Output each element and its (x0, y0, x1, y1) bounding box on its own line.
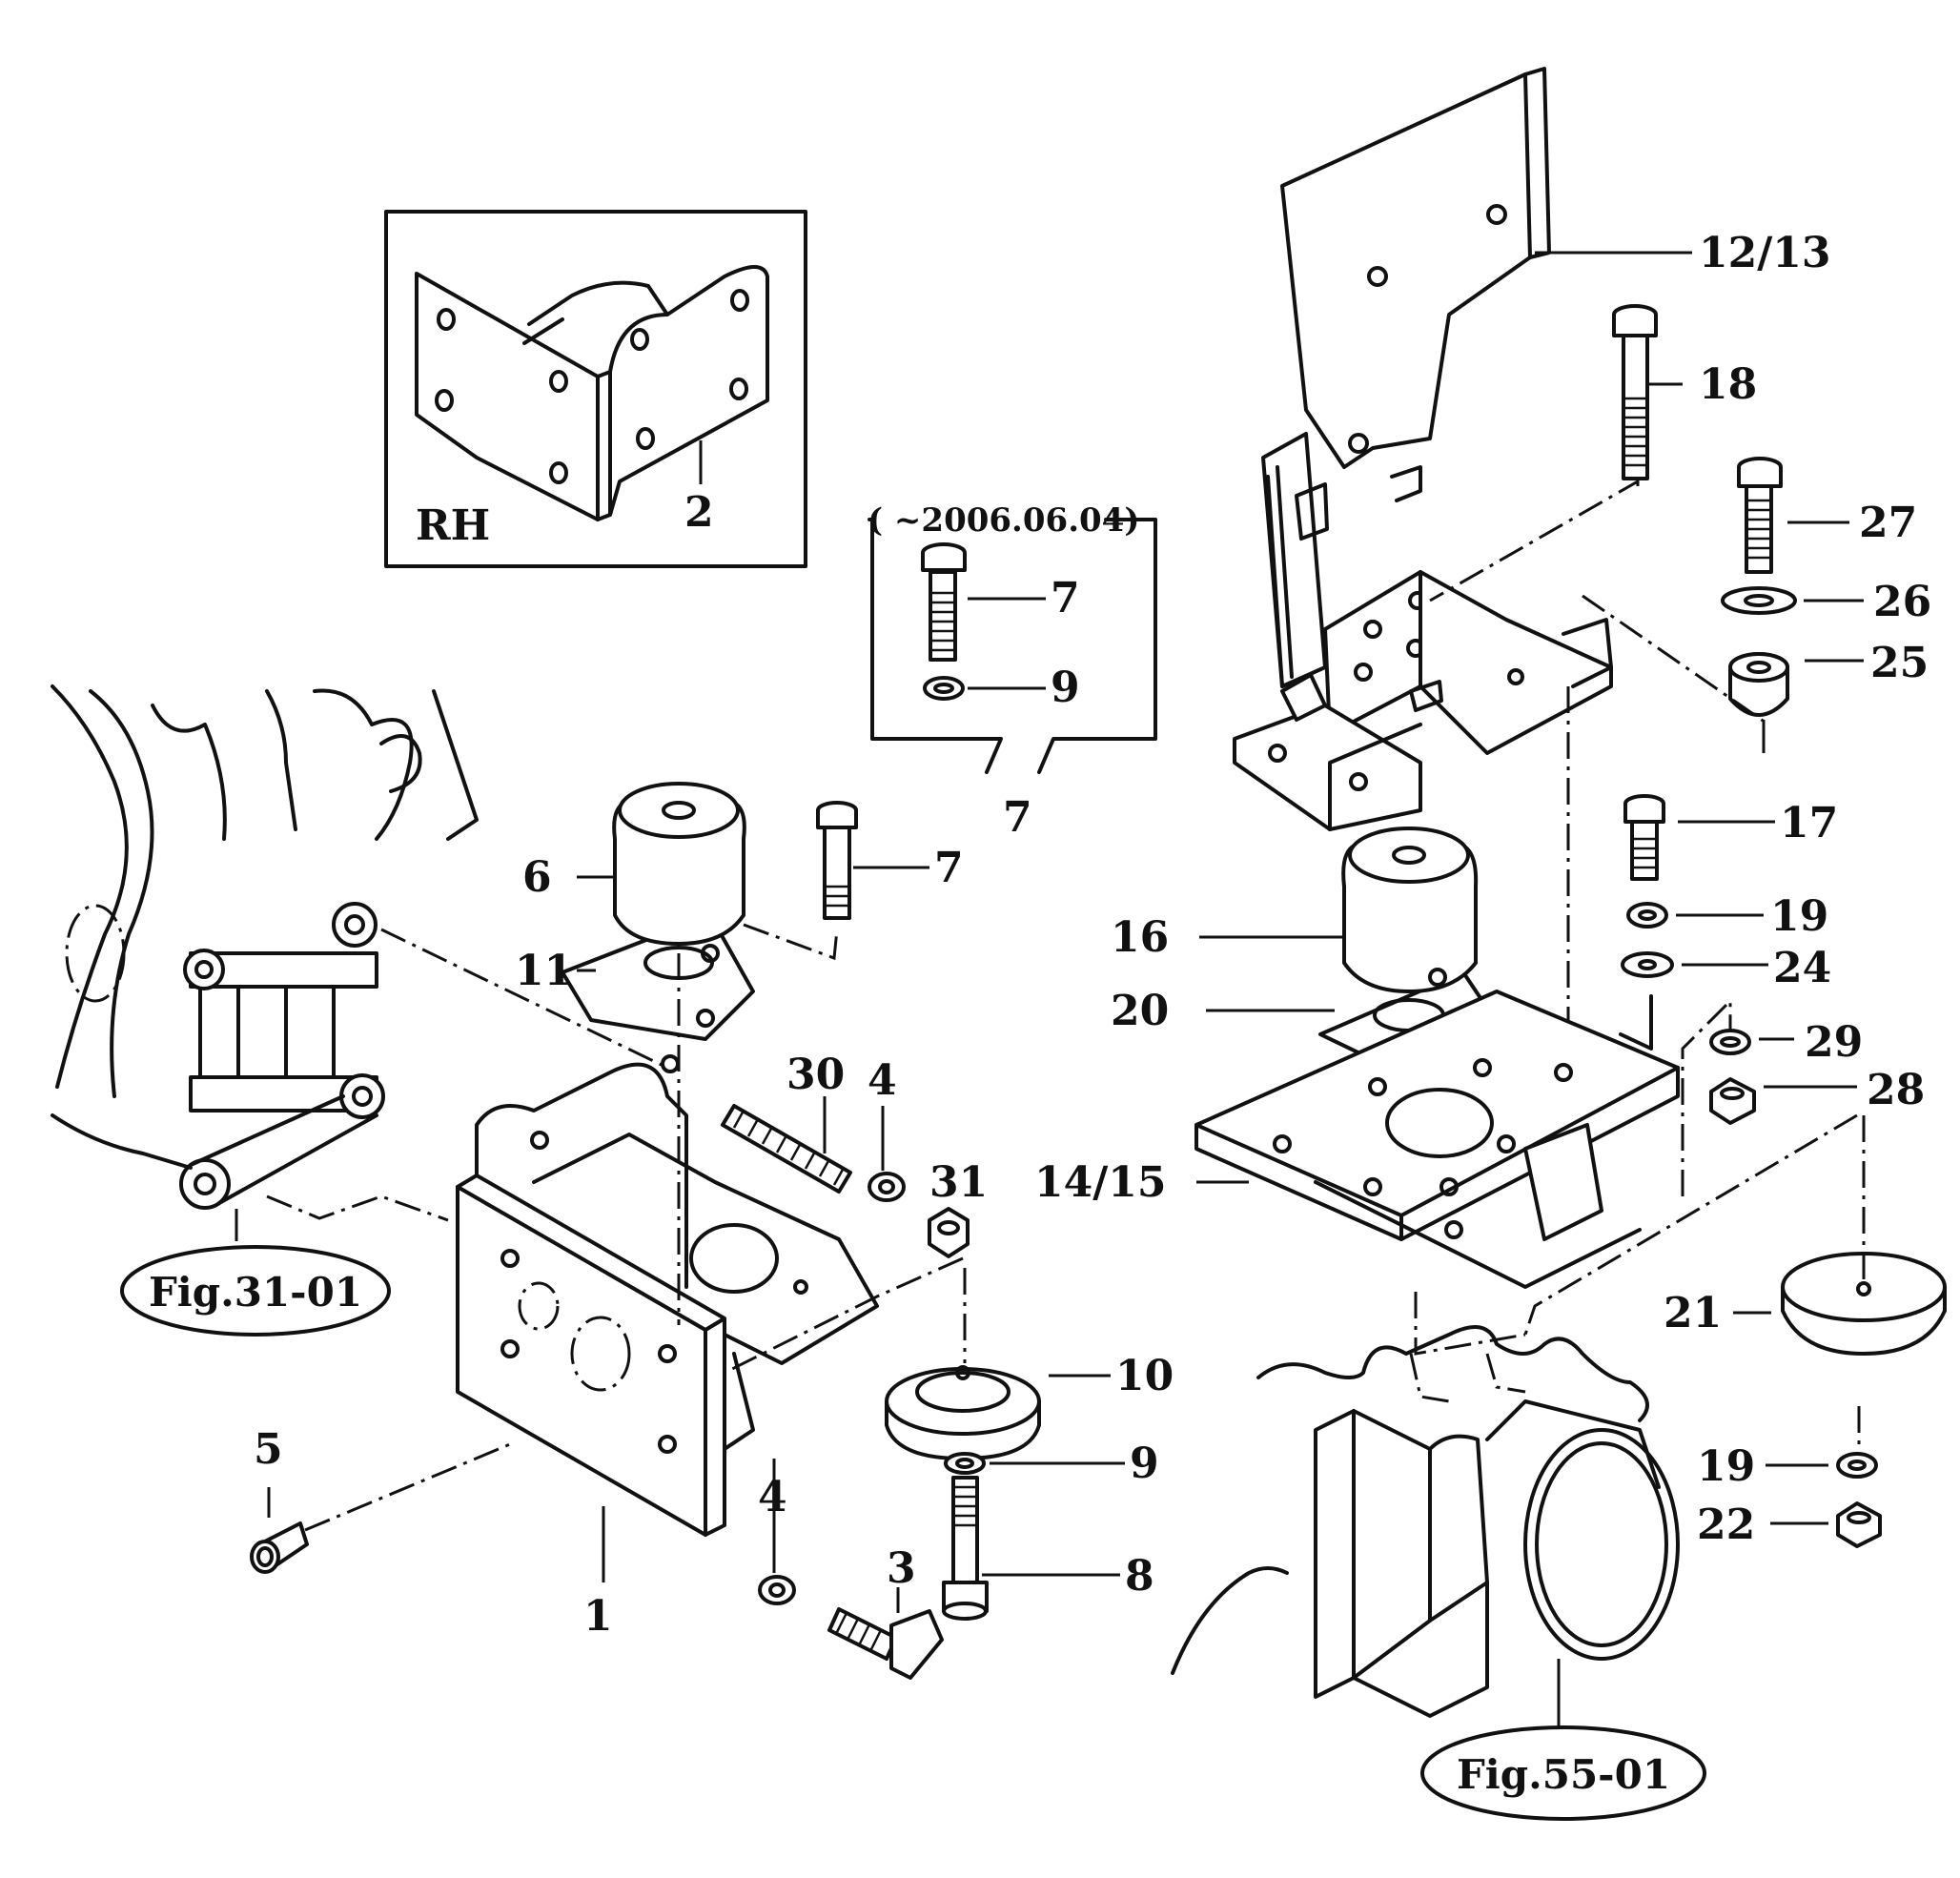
bracket-rh-drawing (415, 265, 769, 521)
plate-14-15-drawing (1194, 990, 1680, 1289)
bolt-18-drawing (1612, 304, 1658, 480)
part-label-7-inset: 7 (1051, 574, 1080, 623)
part-label-28: 28 (1867, 1066, 1925, 1114)
bracket-1-drawing (456, 1054, 879, 1537)
part-label-4-upper: 4 (868, 1056, 897, 1105)
part-label-30: 30 (786, 1051, 845, 1099)
part-label-9-inset: 9 (1051, 663, 1080, 712)
part-label-8: 8 (1125, 1552, 1154, 1601)
bracket-12-13-drawing (1233, 67, 1613, 831)
washer-9-drawing (944, 1452, 986, 1475)
bolt-7-drawing (816, 801, 858, 920)
part-label-19-upper: 19 (1770, 892, 1828, 941)
part-label-7: 7 (934, 844, 964, 892)
part-label-20: 20 (1111, 987, 1169, 1035)
part-label-31: 31 (929, 1158, 988, 1207)
part-label-11: 11 (515, 947, 573, 995)
part-label-4-lower: 4 (758, 1473, 787, 1521)
nut-31-drawing (928, 1207, 970, 1258)
part-label-7-callout: 7 (1003, 793, 1032, 842)
part-label-2: 2 (684, 488, 714, 537)
engine-block-drawing (51, 684, 479, 1210)
bolt-8-drawing (942, 1476, 989, 1621)
part-label-10: 10 (1115, 1352, 1174, 1400)
figure-ref-fig55-01-label[interactable]: Fig.55-01 (1457, 1751, 1670, 1798)
washer-9-inset (923, 676, 965, 701)
part-label-3: 3 (887, 1544, 916, 1593)
part-label-19-lower: 19 (1697, 1442, 1755, 1491)
part-label-16: 16 (1111, 913, 1169, 962)
inset-rh-frame (384, 210, 807, 568)
rh-side-label: RH (416, 501, 490, 550)
part-label-24: 24 (1773, 944, 1831, 992)
figure-ref-fig31-01-label[interactable]: Fig.31-01 (149, 1269, 362, 1316)
nut-22-drawing (1836, 1501, 1882, 1548)
spring-washer-4a-drawing (868, 1172, 906, 1202)
bolt-27-drawing (1737, 457, 1783, 574)
part-label-22: 22 (1697, 1500, 1755, 1549)
bolt-7-inset (921, 542, 967, 662)
part-label-5: 5 (254, 1425, 283, 1474)
part-label-29: 29 (1805, 1018, 1863, 1067)
part-label-1: 1 (583, 1592, 613, 1641)
part-label-26: 26 (1873, 578, 1931, 626)
date-range-label: ( ~2006.06.04) (868, 501, 1139, 540)
part-label-12-13: 12/13 (1699, 229, 1831, 277)
part-label-18: 18 (1699, 360, 1757, 409)
part-label-21: 21 (1664, 1289, 1722, 1337)
inset-rh: RH 2 (384, 210, 807, 568)
washer-24-drawing (1621, 951, 1674, 978)
part-label-14-15: 14/15 (1034, 1158, 1167, 1207)
washer-29-drawing (1709, 1029, 1751, 1055)
figure-ref-fig55-01[interactable]: Fig.55-01 (1420, 1725, 1706, 1821)
stud-30-drawing (721, 1104, 852, 1194)
part-label-17: 17 (1780, 799, 1838, 847)
washer-26-drawing (1721, 586, 1797, 615)
spacer-25-drawing (1728, 652, 1789, 717)
figure-ref-fig31-01[interactable]: Fig.31-01 (120, 1245, 391, 1337)
spring-washer-4b-drawing (758, 1575, 796, 1605)
washer-19-upper-drawing (1626, 902, 1668, 929)
nut-28-drawing (1709, 1077, 1756, 1125)
plug-5-drawing (250, 1521, 309, 1574)
part-label-9: 9 (1130, 1439, 1159, 1488)
washer-19-lower-drawing (1836, 1452, 1878, 1479)
bolt-3-drawing (827, 1607, 944, 1680)
part-label-25: 25 (1870, 639, 1929, 687)
bolt-17-drawing (1623, 794, 1665, 881)
rubber-mount-6-drawing (561, 782, 755, 1041)
frame-housing-drawing (1171, 1325, 1680, 1718)
part-label-27: 27 (1859, 499, 1917, 547)
inset-date: ( ~2006.06.04) 7 9 7 (868, 501, 1157, 842)
disk-21-drawing (1781, 1252, 1947, 1356)
isolator-10-drawing (885, 1365, 1041, 1460)
part-label-6: 6 (522, 853, 552, 902)
